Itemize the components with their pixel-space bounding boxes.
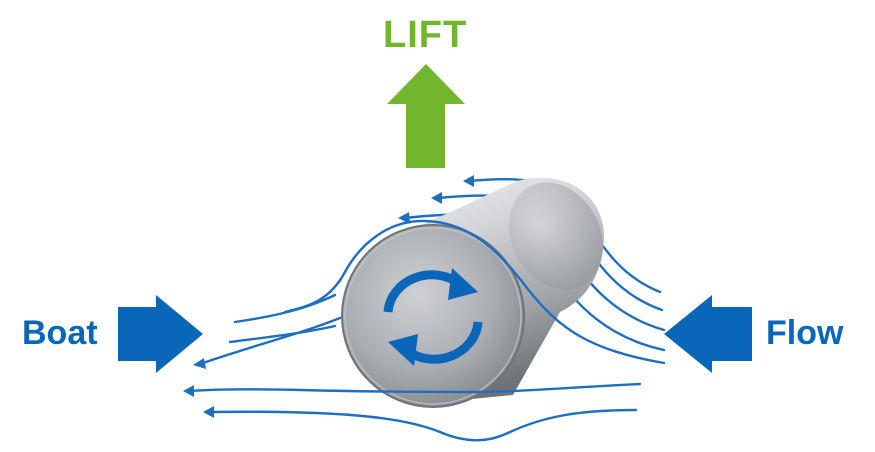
cylinder-far-cap xyxy=(509,182,603,290)
boat-arrow-icon xyxy=(118,295,203,373)
lift-label: LIFT xyxy=(383,14,468,56)
rotating-cylinder xyxy=(341,177,605,408)
streamline-arrowhead-icon xyxy=(193,358,206,369)
flow-label: Flow xyxy=(766,314,844,352)
cylinder-face-rim xyxy=(344,227,522,405)
streamline-arrowhead-icon xyxy=(398,212,410,224)
lift-arrow-icon xyxy=(387,64,465,168)
cylinder-face xyxy=(341,224,525,408)
streamline xyxy=(233,293,337,324)
streamline-arrowheads xyxy=(183,175,474,418)
streamline xyxy=(198,316,342,366)
streamline xyxy=(283,219,666,365)
boat-label: Boat xyxy=(22,314,98,352)
streamline-arrowhead-icon xyxy=(463,175,474,187)
streamline-arrowhead-icon xyxy=(183,385,194,397)
streamline xyxy=(208,408,638,442)
streamline-arrowhead-icon xyxy=(431,192,442,204)
streamline-arrowhead-icon xyxy=(203,406,214,418)
rotate-icon xyxy=(383,268,483,366)
streamline xyxy=(188,382,642,394)
flow-arrow-icon xyxy=(664,295,752,373)
streamline xyxy=(228,324,337,344)
streamlines-front xyxy=(188,219,666,442)
